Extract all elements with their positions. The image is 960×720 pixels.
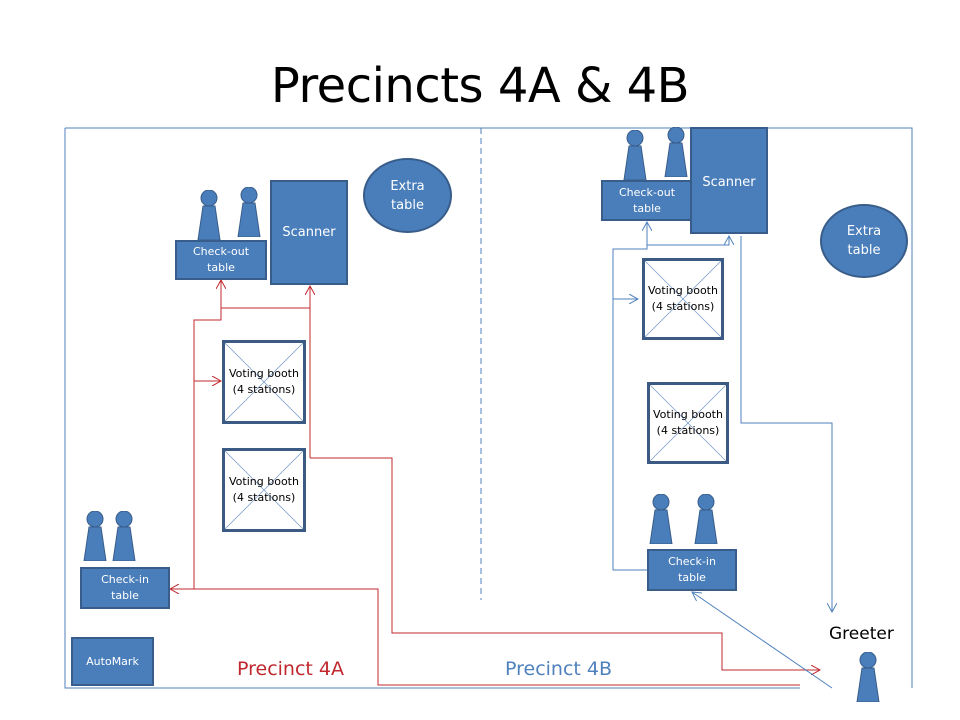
checkin-worker-icon — [112, 511, 136, 561]
flow-4a-exit — [310, 457, 820, 670]
greeter-person-icon — [856, 652, 880, 702]
precinct-4b-label: Precinct 4B — [505, 658, 613, 680]
flow-4a-checkin-to-booth — [193, 381, 221, 589]
booth-label: Voting booth (4 stations) — [229, 475, 299, 504]
checkout-worker-icon — [197, 190, 221, 240]
checkin-table-4a[interactable]: Check-in table — [80, 567, 170, 609]
flow-4b-branch-to-scanner — [647, 236, 729, 246]
booth-label: Voting booth (4 stations) — [653, 408, 723, 437]
booth-cross-icon — [645, 261, 721, 337]
scanner-4b[interactable]: Scanner — [690, 127, 768, 234]
checkout-worker-icon — [237, 187, 261, 237]
voting-booth-4a-1[interactable]: Voting booth (4 stations) — [222, 340, 306, 424]
room-outline — [65, 127, 913, 688]
checkout-table-4a[interactable]: Check-out table — [175, 240, 267, 280]
checkin-worker-icon — [83, 511, 107, 561]
precinct-4a-label: Precinct 4A — [237, 658, 344, 680]
checkin-worker-icon — [649, 494, 673, 544]
room-outline-left — [64, 128, 800, 689]
checkin-table-4b[interactable]: Check-in table — [647, 549, 737, 591]
checkout-worker-icon — [664, 127, 688, 177]
flow-4b-booth-to-checkout — [612, 222, 647, 299]
automark[interactable]: AutoMark — [71, 637, 154, 686]
booth-cross-icon — [225, 343, 303, 421]
flow-4a-entry-to-checkin — [170, 589, 800, 686]
checkout-worker-icon — [623, 130, 647, 180]
checkout-table-4b[interactable]: Check-out table — [601, 180, 693, 221]
voting-booth-4b-1[interactable]: Voting booth (4 stations) — [642, 258, 724, 340]
booth-label: Voting booth (4 stations) — [648, 284, 718, 313]
checkin-worker-icon — [694, 494, 718, 544]
extra-table-4a[interactable]: Extra table — [363, 158, 452, 233]
scanner-4a[interactable]: Scanner — [270, 180, 348, 285]
booth-cross-icon — [650, 385, 726, 461]
voting-booth-4b-2[interactable]: Voting booth (4 stations) — [647, 382, 729, 464]
page-title: Precincts 4A & 4B — [270, 58, 690, 114]
flow-4b-exit-to-greeter — [740, 236, 832, 612]
extra-table-4b[interactable]: Extra table — [820, 204, 908, 278]
voting-booth-4a-2[interactable]: Voting booth (4 stations) — [222, 448, 306, 532]
booth-label: Voting booth (4 stations) — [229, 367, 299, 396]
greeter-label: Greeter — [829, 624, 894, 644]
flow-4b-checkin-to-booth — [612, 299, 648, 571]
booth-cross-icon — [225, 451, 303, 529]
flow-4a-booth-to-checkout — [193, 280, 221, 381]
flow-4b-greeter-to-checkin — [692, 592, 833, 689]
